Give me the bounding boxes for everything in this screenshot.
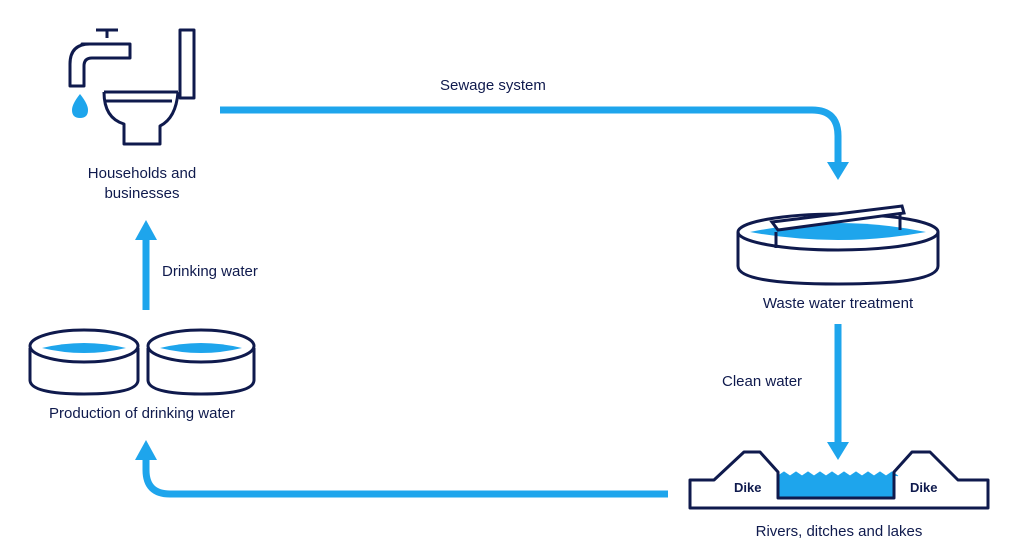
dike-right-label: Dike: [910, 480, 937, 495]
production-label: Production of drinking water: [49, 405, 235, 422]
toilet-icon: [102, 28, 196, 146]
sewage-system-label: Sewage system: [440, 77, 546, 94]
drinking-arrow-head: [135, 220, 157, 240]
sewage-flow-arrow: [220, 106, 842, 166]
return-arrow-head: [135, 440, 157, 460]
dike-left-label: Dike: [734, 480, 761, 495]
sewage-arrow-head: [827, 162, 849, 180]
return-flow-arrow: [142, 456, 668, 498]
dike-cross-section-icon: Dike Dike: [688, 450, 990, 510]
reservoir-tanks-icon: [28, 328, 256, 396]
treatment-label: Waste water treatment: [762, 295, 914, 312]
clean-arrow-head: [827, 442, 849, 460]
faucet-icon: [68, 28, 132, 118]
rivers-label: Rivers, ditches and lakes: [755, 523, 923, 540]
clean-water-label: Clean water: [722, 373, 803, 390]
households-label-line2: businesses: [104, 185, 180, 202]
drinking-water-label: Drinking water: [162, 263, 258, 280]
households-label-line1: Households and: [87, 165, 197, 182]
households-label: Households and businesses: [62, 164, 222, 204]
treatment-basin-icon: [736, 204, 940, 286]
